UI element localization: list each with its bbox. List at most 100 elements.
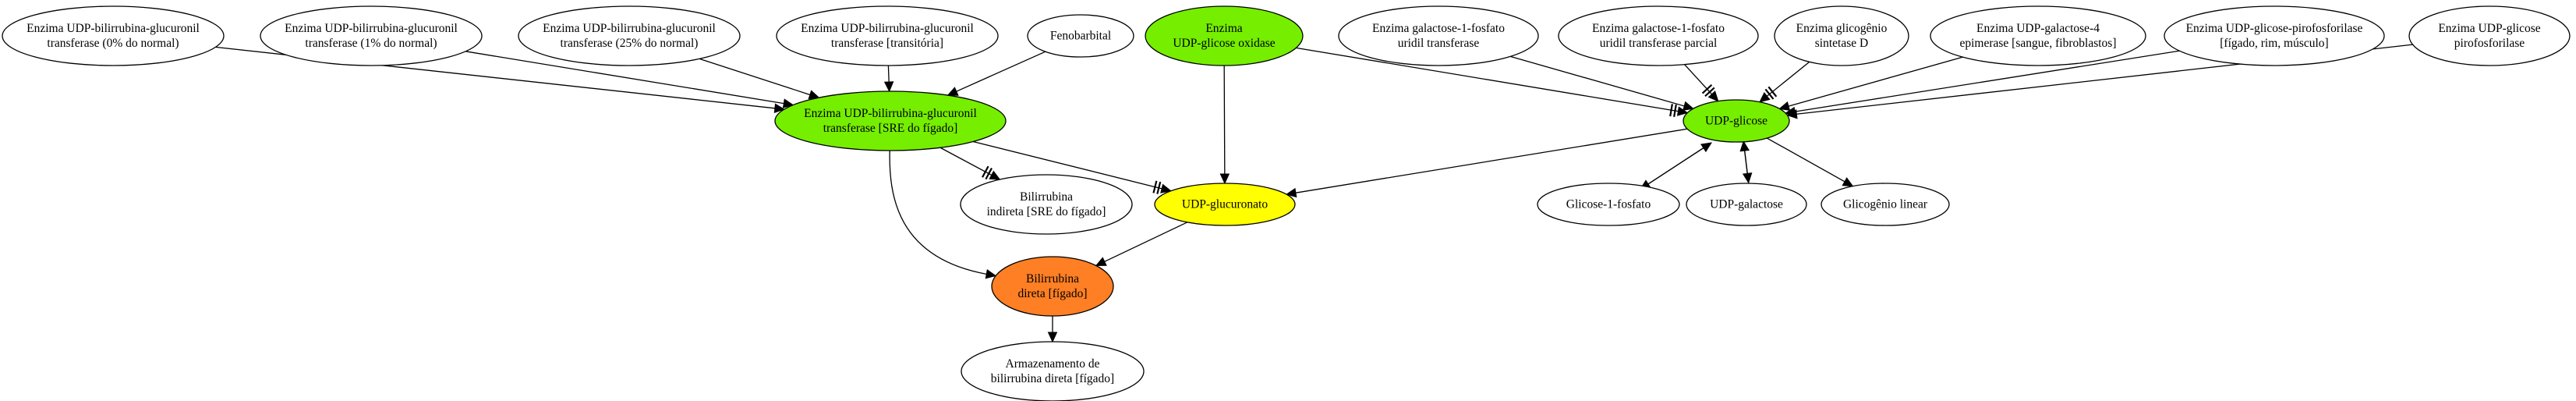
edge-bildir-to-arm (1047, 316, 1058, 343)
arrowhead (1095, 257, 1107, 266)
node-g1p: Glicose-1-fosfato (1537, 183, 1680, 226)
arrowhead (1786, 108, 1798, 119)
edge-gale-to-udpg (1778, 56, 1963, 112)
node-label-line: Enzima glicogênio (1796, 22, 1888, 35)
node-ellipse (2, 5, 225, 66)
arrowhead (1759, 92, 1771, 103)
node-label-line: Enzima UDP-galactose-4 (1976, 22, 2100, 35)
edge-line (1640, 147, 1704, 190)
edge-galt-to-udpg (1510, 55, 1694, 111)
edge-ugtsre-to-bilind (939, 147, 1001, 180)
inhibition-bar (1701, 83, 1713, 94)
edge-gsd-to-udpg (1759, 61, 1810, 103)
edge-g1p-to-udpg (1640, 142, 1712, 190)
node-label-line: Enzima UDP-bilirrubina-glucuronil (801, 22, 974, 35)
node-ellipse (1686, 183, 1807, 226)
node-ellipse (1145, 5, 1304, 66)
node-ugttr: Enzima UDP-bilirrubina-glucuronil transfe… (776, 5, 999, 66)
node-label-line: Enzima (1205, 22, 1242, 35)
nodes-layer: Enzima UDP-bilirrubina-glucuronil transfe… (2, 5, 2571, 401)
node-ellipse (1537, 183, 1680, 226)
inhibition-bar (982, 165, 989, 178)
edge-udpg-to-glic (1767, 137, 1854, 187)
edge-line (973, 140, 1162, 190)
arrowhead (883, 81, 894, 93)
node-ellipse (1774, 5, 1909, 66)
node-ugt1: Enzima UDP-bilirrubina-glucuronil transfe… (260, 5, 483, 66)
arrowhead (773, 103, 786, 113)
edge-udpg-to-udpgluc (1285, 128, 1688, 198)
node-udpgal: UDP-galactose (1686, 183, 1807, 226)
node-label-line: epimerase [sangue, fibroblastos] (1959, 37, 2116, 50)
node-ellipse (518, 5, 741, 66)
node-label-line: Enzima UDP-glicose-pirofosforilase (2186, 22, 2363, 35)
node-gale: Enzima UDP-galactose-4 epimerase [sangue,… (1930, 5, 2146, 66)
node-ellipse (1683, 99, 1790, 143)
node-ellipse (1154, 183, 1296, 226)
edge-feno-to-ugtsre (947, 51, 1046, 96)
edge-line (1296, 47, 1679, 112)
inhibition-bar (1704, 87, 1715, 98)
edge-ugttr-to-ugtsre (883, 65, 894, 93)
inhibition-bar (1156, 181, 1162, 194)
node-ellipse (961, 341, 1145, 401)
edge-udpgox-to-udpgluc (1219, 65, 1230, 185)
edge-line (1794, 50, 2180, 112)
node-gsd: Enzima glicogênio sintetase D (1774, 5, 1909, 66)
node-label-line: Glicose-1-fosfato (1566, 198, 1651, 211)
node-label-line: Fenobarbital (1050, 30, 1111, 43)
node-ellipse (776, 5, 999, 66)
node-label-line: Enzima UDP-bilirrubina-glucuronil (27, 22, 200, 35)
edge-line (1744, 151, 1750, 183)
edge-udpgal-to-udpg (1739, 140, 1750, 183)
node-label-line: transferase (1% do normal) (305, 37, 437, 50)
node-label-line: Armazenamento de (1006, 357, 1100, 371)
node-ellipse (1027, 14, 1134, 58)
edge-ugtsre-to-udpgluc (973, 140, 1172, 194)
node-label-line: Enzima UDP-bilirrubina-glucuronil (285, 22, 458, 35)
node-label-line: Enzima UDP-glicose (2438, 22, 2540, 35)
node-label-line: uridil transferase parcial (1600, 37, 1718, 50)
arrowhead (1219, 173, 1230, 185)
edge-line (1223, 65, 1226, 175)
arrowhead (1160, 183, 1172, 193)
arrowhead (1707, 90, 1719, 102)
node-label-line: Enzima UDP-bilirrubina-glucuronil (804, 107, 977, 120)
arrowhead (1842, 177, 1854, 187)
arrowhead (1739, 140, 1750, 152)
node-ugt25: Enzima UDP-bilirrubina-glucuroniltransfe… (518, 5, 741, 66)
arrowhead (947, 87, 959, 96)
edge-line (1510, 55, 1685, 107)
node-ugtsre: Enzima UDP-bilirrubina-glucuroniltransfe… (774, 90, 1007, 151)
edge-line (465, 51, 784, 105)
node-ugt0: Enzima UDP-bilirrubina-glucuroniltransfe… (2, 5, 225, 66)
node-label-line: pirofosforilase (2454, 37, 2525, 50)
node-label-line: Enzima galactose-1-fosfato (1372, 22, 1505, 35)
node-label-line: transferase [transitória] (831, 37, 943, 50)
inhibition-bar (1673, 104, 1677, 118)
inhibition-bar (1152, 180, 1158, 193)
inhibition-bar (1767, 86, 1778, 98)
arrowhead (1047, 332, 1058, 343)
node-ellipse (1338, 5, 1539, 66)
arrowhead (1700, 142, 1712, 153)
node-label-line: sintetase D (1815, 37, 1868, 50)
inhibition-bar (1669, 104, 1673, 117)
arrowhead (1285, 187, 1297, 198)
edge-line (939, 147, 993, 176)
edge-udpgluc-to-bildir (1095, 222, 1188, 266)
arrowhead (985, 269, 997, 279)
edge-line (1788, 56, 1963, 107)
inhibition-bar (1764, 88, 1775, 100)
node-label-line: [fígado, rim, músculo] (2220, 37, 2328, 50)
node-label-line: Enzima UDP-bilirrubina-glucuronil (543, 22, 716, 35)
node-udpg: UDP-glicose (1683, 99, 1790, 143)
node-ellipse (991, 256, 1114, 317)
node-ugp2: Enzima UDP-glicose pirofosforilase (2408, 5, 2571, 66)
